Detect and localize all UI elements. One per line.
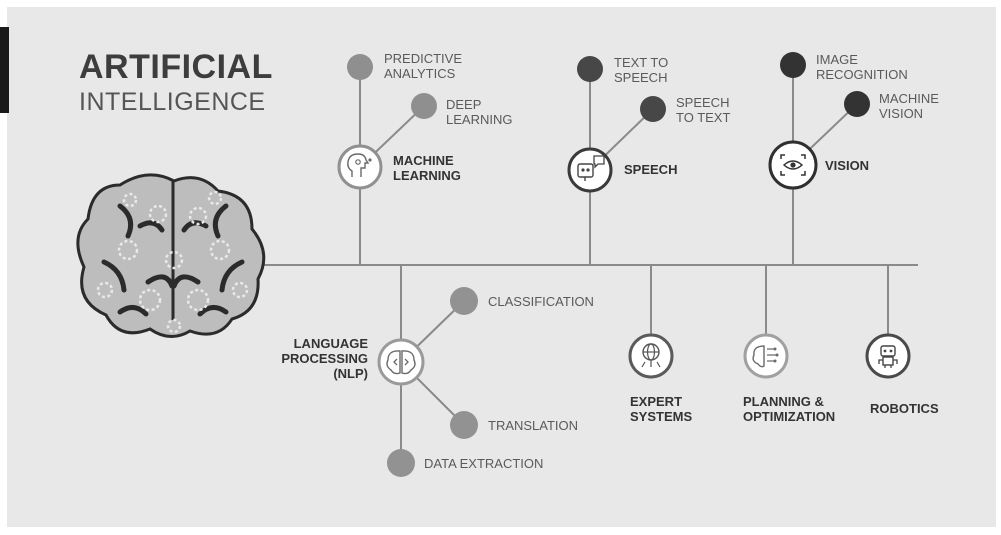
classification-label: CLASSIFICATION — [488, 294, 594, 309]
speech-label: SPEECH — [624, 162, 678, 177]
text-to-speech-dot — [577, 56, 603, 82]
speaking-robot-icon — [567, 147, 613, 193]
data-extraction-label: DATA EXTRACTION — [424, 456, 544, 471]
vision-label: VISION — [825, 158, 870, 173]
translation-label: TRANSLATION — [488, 418, 579, 433]
globe-network-icon — [628, 333, 674, 379]
ai-head-icon — [337, 144, 383, 190]
brain-gears-icon — [76, 173, 266, 338]
nlp-label: LANGUAGE PROCESSING (NLP) — [281, 336, 368, 381]
title-main: ARTIFICIAL — [79, 48, 273, 86]
image-recognition-dot — [780, 52, 806, 78]
predictive-analytics-label: PREDICTIVE ANALYTICS — [384, 51, 463, 81]
brain-code-icon — [377, 338, 425, 386]
expert-systems-label: EXPERT SYSTEMS — [630, 394, 693, 424]
predictive-analytics-dot — [347, 54, 373, 80]
classification-dot — [450, 287, 478, 315]
machine-learning-label: MACHINE LEARNING — [393, 153, 461, 183]
deep-learning-dot — [411, 93, 437, 119]
left-edge-bar — [0, 27, 9, 113]
machine-vision-dot — [844, 91, 870, 117]
speech-to-text-label: SPEECH TO TEXT — [676, 95, 731, 125]
image-recognition-label: IMAGE RECOGNITION — [816, 52, 908, 82]
planning-optimization-label: PLANNING & OPTIMIZATION — [743, 394, 836, 424]
robotics-label: ROBOTICS — [870, 401, 939, 416]
eye-scan-icon — [768, 140, 818, 190]
speech-to-text-dot — [640, 96, 666, 122]
brain-circuit-icon — [743, 333, 789, 379]
text-to-speech-label: TEXT TO SPEECH — [614, 55, 669, 85]
machine-vision-label: MACHINE VISION — [879, 91, 939, 121]
deep-learning-label: DEEP LEARNING — [446, 97, 513, 127]
data-extraction-dot — [387, 449, 415, 477]
translation-dot — [450, 411, 478, 439]
robot-icon — [865, 333, 911, 379]
title-sub: INTELLIGENCE — [79, 88, 266, 116]
